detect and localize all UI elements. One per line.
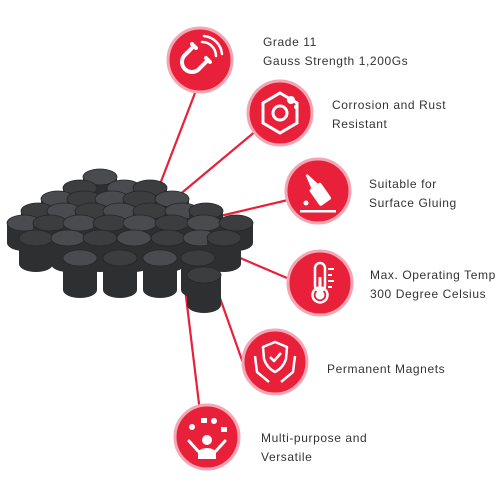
feature-line: Grade 11 [263, 35, 317, 49]
feature-line: Versatile [261, 450, 313, 464]
feature-line: Corrosion and Rust [332, 98, 447, 112]
feature-line: Max. Operating Temp [370, 268, 496, 282]
glue-bottle-icon [300, 174, 336, 213]
connector-line-person [182, 279, 202, 413]
feature-circle-magnet [166, 26, 234, 94]
feature-line: Surface Gluing [369, 196, 457, 210]
feature-line: Permanent Magnets [327, 362, 446, 376]
feature-text-thermo: Max. Operating Temp 300 Degree Celsius [370, 266, 496, 304]
feature-circle-shield [241, 328, 309, 396]
feature-line: 300 Degree Celsius [370, 287, 487, 301]
feature-circle-person [173, 403, 241, 471]
feature-text-shield: Permanent Magnets [327, 360, 445, 379]
magnet-disc [18, 229, 54, 272]
feature-circle-glue [284, 157, 352, 225]
feature-text-nut: Corrosion and Rust Resistant [332, 96, 446, 134]
magnet-disc [62, 249, 98, 298]
feature-line: Suitable for [369, 177, 437, 191]
magnet-disc [102, 249, 138, 298]
connector-line-nut [177, 124, 264, 197]
magnet-disc [186, 266, 222, 313]
feature-text-magnet: Grade 11 Gauss Strength 1,200Gs [263, 33, 408, 71]
connector-line-magnet [155, 79, 202, 193]
hex-nut-icon [261, 91, 299, 135]
magnet-disc [142, 249, 178, 298]
feature-line: Resistant [332, 117, 388, 131]
feature-text-glue: Suitable for Surface Gluing [369, 175, 457, 213]
feature-line: Multi-purpose and [261, 431, 368, 445]
magnet-stack [6, 168, 254, 313]
multipurpose-person-icon [187, 418, 227, 459]
feature-line: Gauss Strength 1,200Gs [263, 54, 409, 68]
shield-hands-icon [253, 340, 297, 383]
feature-text-person: Multi-purpose and Versatile [261, 429, 367, 467]
feature-circle-thermo [286, 249, 354, 317]
horseshoe-magnet-icon [180, 34, 224, 74]
magnet-disc [206, 229, 242, 272]
thermometer-icon [311, 261, 334, 304]
feature-circle-nut [246, 79, 314, 147]
